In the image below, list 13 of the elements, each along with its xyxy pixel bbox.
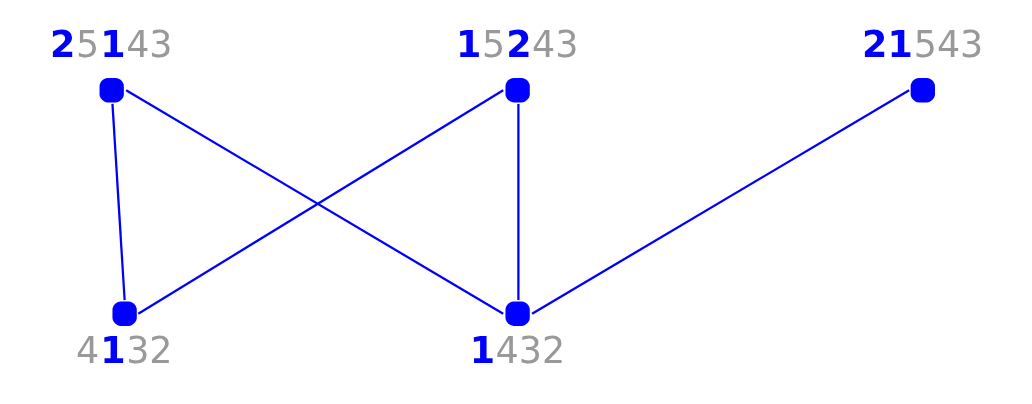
node-label: 25143 (49, 23, 173, 67)
connector (110, 103, 126, 301)
node-circle (505, 78, 530, 103)
node-circle (505, 301, 530, 326)
connector (516, 103, 520, 301)
node-label: 15243 (455, 23, 578, 67)
node-circle (910, 78, 935, 103)
node-label: 4132 (75, 328, 173, 372)
node-circle (99, 78, 124, 103)
node-label: 21543 (861, 23, 983, 67)
node-circle (111, 301, 137, 326)
connector (531, 89, 910, 315)
node-label: 1432 (469, 328, 565, 372)
